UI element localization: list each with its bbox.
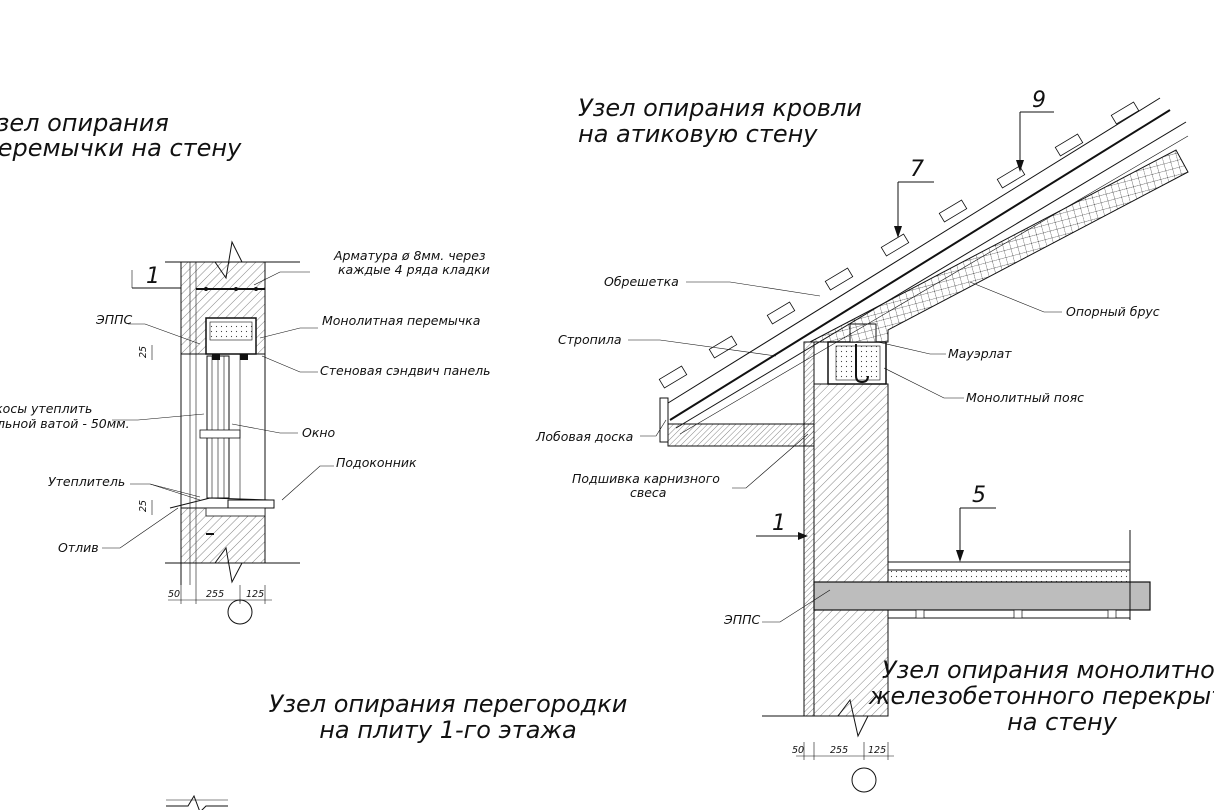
dim-lintel-25-bottom: 25 bbox=[138, 500, 149, 512]
title-partition-line2: на плиту 1-го этажа bbox=[319, 716, 577, 744]
roof-marker-7: 7 bbox=[910, 157, 924, 182]
title-roof-line2: на атиковую стену bbox=[578, 120, 818, 148]
title-slab-line2: железобетонного перекрытия bbox=[868, 682, 1214, 710]
label-ring-beam: Монолитный пояс bbox=[966, 390, 1084, 405]
label-sandwich-panel: Стеновая сэндвич панель bbox=[320, 363, 491, 378]
label-epps-left: ЭППС bbox=[95, 312, 133, 327]
title-lintel-line2: перемычки на стену bbox=[0, 134, 242, 162]
dim-roof-50: 50 bbox=[792, 745, 804, 756]
roof-detail bbox=[628, 97, 1189, 793]
lintel-marker-1: 1 bbox=[146, 264, 160, 289]
title-slab-line3: на стену bbox=[1007, 708, 1118, 736]
label-mauerlat: Мауэрлат bbox=[948, 346, 1012, 361]
label-lathing: Обрешетка bbox=[604, 274, 679, 289]
roof-marker-1: 1 bbox=[772, 511, 786, 536]
dim-roof-125: 125 bbox=[868, 745, 886, 756]
dim-lintel-50: 50 bbox=[168, 589, 180, 600]
lintel-detail bbox=[102, 240, 334, 625]
title-lintel-line1: Узел опирания bbox=[0, 109, 169, 137]
label-support-beam: Опорный брус bbox=[1066, 304, 1160, 319]
title-roof-line1: Узел опирания кровли bbox=[578, 94, 862, 122]
label-fascia: Лобовая доска bbox=[535, 429, 633, 444]
dim-roof-255: 255 bbox=[830, 745, 848, 756]
label-insulate-line2: минеральной ватой - 50мм. bbox=[0, 416, 130, 431]
label-drip: Отлив bbox=[58, 540, 99, 555]
section-break-symbol bbox=[166, 794, 228, 810]
label-monolithic-lintel: Монолитная перемычка bbox=[322, 313, 480, 328]
label-soffit-line2: свеса bbox=[630, 485, 666, 500]
title-slab-line1: Узел опирания монолитного bbox=[882, 656, 1214, 684]
label-sill: Подоконник bbox=[336, 455, 417, 470]
roof-marker-9: 9 bbox=[1032, 88, 1046, 113]
title-partition-line1: Узел опирания перегородки bbox=[269, 690, 628, 718]
label-rebar-line1: Арматура ø 8мм. через bbox=[333, 248, 486, 263]
label-insulate-line1: Откосы утеплить bbox=[0, 401, 92, 416]
label-rafters: Стропила bbox=[558, 332, 622, 347]
roof-marker-5: 5 bbox=[972, 483, 986, 508]
label-soffit-line1: Подшивка карнизного bbox=[572, 471, 720, 486]
dim-lintel-255: 255 bbox=[206, 589, 224, 600]
dim-lintel-25-top: 25 bbox=[138, 346, 149, 358]
label-rebar-line2: каждые 4 ряда кладки bbox=[338, 262, 490, 277]
label-insulant: Утеплитель bbox=[48, 474, 125, 489]
dim-lintel-125: 125 bbox=[246, 589, 264, 600]
label-window: Окно bbox=[302, 425, 336, 440]
label-epps-right: ЭППС bbox=[723, 612, 761, 627]
